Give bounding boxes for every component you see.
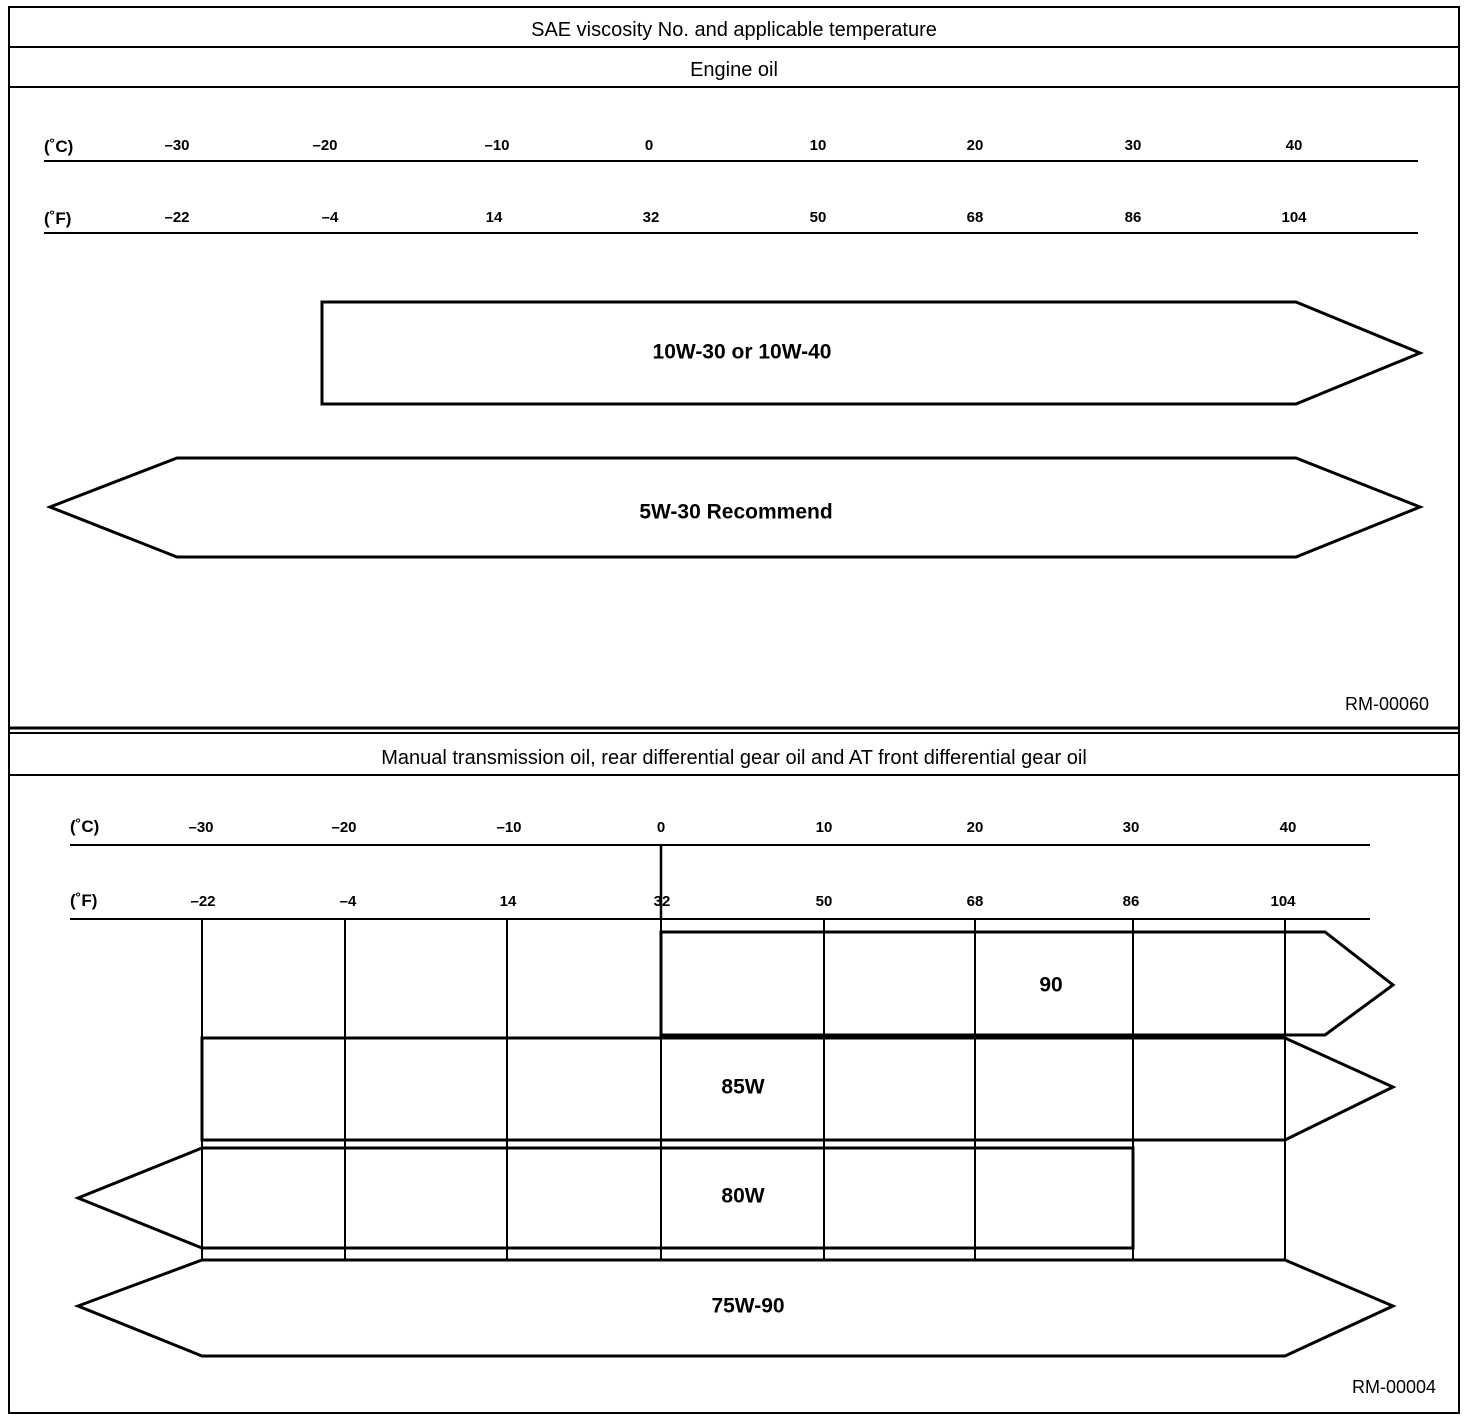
tick-f-engine-6: 86	[1124, 209, 1142, 226]
section-header-engine-oil: Engine oil	[10, 48, 1458, 88]
tick-f-engine-1: –4	[321, 209, 339, 226]
axis-unit-celsius-engine: (˚C)	[44, 137, 74, 156]
tick-f-engine-0: –22	[164, 209, 190, 226]
tick-c-gear-7: 40	[1279, 819, 1297, 836]
band-label-10w30-10w40: 10W-30 or 10W-40	[652, 340, 832, 364]
band-label-80w: 80W	[721, 1184, 765, 1208]
diagram-title: SAE viscosity No. and applicable tempera…	[10, 8, 1458, 48]
tick-c-gear-5: 20	[966, 819, 984, 836]
tick-c-gear-3: 0	[656, 819, 666, 836]
tick-f-engine-7: 104	[1281, 209, 1307, 226]
tick-f-engine-3: 32	[642, 209, 660, 226]
tick-c-engine-5: 20	[966, 137, 984, 154]
tick-c-gear-4: 10	[815, 819, 833, 836]
tick-f-engine-2: 14	[485, 209, 503, 226]
tick-f-gear-7: 104	[1270, 893, 1296, 910]
axis-line-celsius-gear	[70, 844, 1370, 846]
tick-f-gear-5: 68	[966, 893, 984, 910]
outer-border	[8, 6, 1460, 1414]
section-header-gear-oil: Manual transmission oil, rear differenti…	[10, 732, 1458, 776]
tick-c-engine-3: 0	[644, 137, 654, 154]
band-label-85w: 85W	[721, 1075, 765, 1099]
axis-line-celsius-engine	[44, 160, 1418, 162]
tick-f-gear-3: 32	[653, 893, 671, 910]
tick-c-gear-0: –30	[188, 819, 214, 836]
tick-f-gear-4: 50	[815, 893, 833, 910]
tick-c-engine-0: –30	[164, 137, 190, 154]
axis-line-fahrenheit-gear	[70, 918, 1370, 920]
tick-f-gear-6: 86	[1122, 893, 1140, 910]
tick-c-gear-2: –10	[496, 819, 522, 836]
tick-f-gear-2: 14	[499, 893, 517, 910]
tick-c-gear-1: –20	[331, 819, 357, 836]
tick-c-engine-2: –10	[484, 137, 510, 154]
reference-code-engine: RM-00060	[1345, 694, 1430, 714]
axis-unit-fahrenheit-engine: (˚F)	[44, 209, 72, 228]
band-label-90: 90	[1039, 973, 1063, 997]
axis-unit-celsius-gear: (˚C)	[70, 817, 100, 836]
axis-line-fahrenheit-engine	[44, 232, 1418, 234]
axis-unit-fahrenheit-gear: (˚F)	[70, 891, 98, 910]
tick-f-engine-5: 68	[966, 209, 984, 226]
band-label-5w30-recommend: 5W-30 Recommend	[639, 500, 833, 524]
tick-f-gear-1: –4	[339, 893, 357, 910]
tick-c-engine-1: –20	[312, 137, 338, 154]
tick-c-engine-6: 30	[1124, 137, 1142, 154]
tick-c-engine-4: 10	[809, 137, 827, 154]
tick-c-gear-6: 30	[1122, 819, 1140, 836]
tick-f-engine-4: 50	[809, 209, 827, 226]
tick-f-gear-0: –22	[190, 893, 216, 910]
reference-code-gear: RM-00004	[1352, 1377, 1437, 1397]
band-label-75w90: 75W-90	[711, 1294, 785, 1318]
tick-c-engine-7: 40	[1285, 137, 1303, 154]
